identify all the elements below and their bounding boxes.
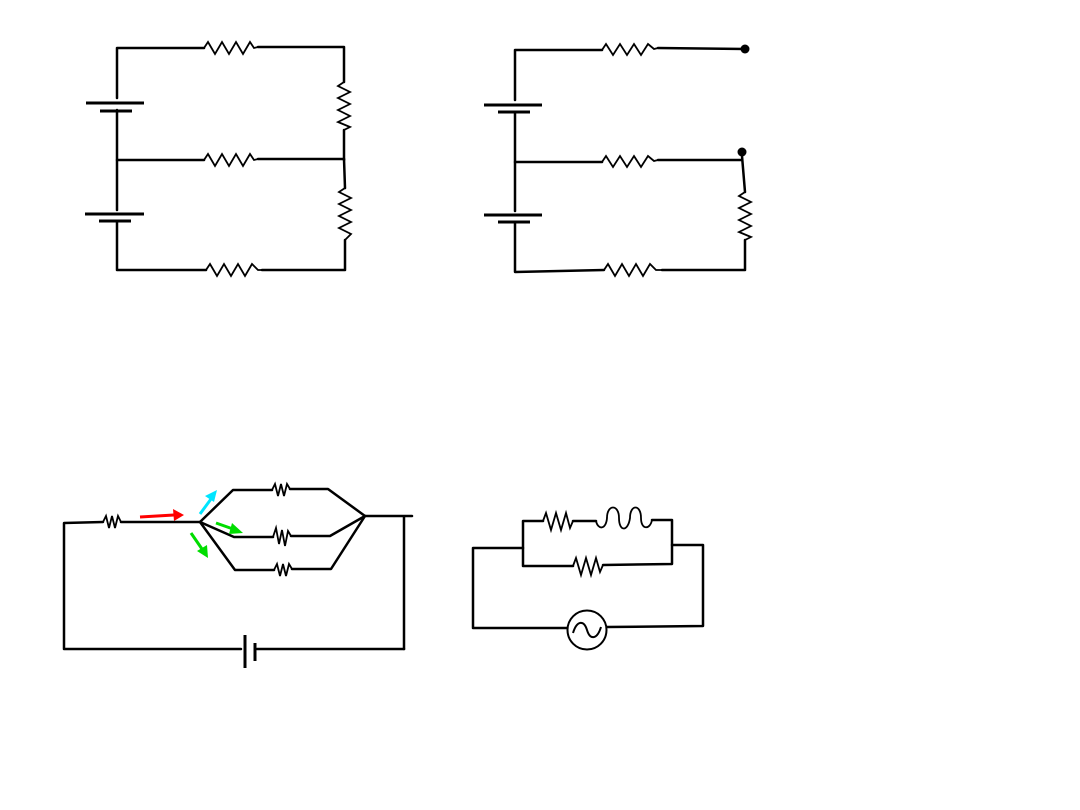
battery-symbol bbox=[86, 101, 144, 113]
resistor-symbol bbox=[542, 509, 574, 534]
wire bbox=[198, 488, 274, 524]
wire bbox=[605, 543, 705, 629]
ac-source-symbol bbox=[566, 609, 608, 651]
wire bbox=[115, 46, 206, 100]
battery-symbol bbox=[243, 635, 257, 668]
wire bbox=[660, 238, 747, 272]
current-arrow-incoming bbox=[139, 509, 184, 521]
resistor-symbol bbox=[271, 481, 291, 497]
wire bbox=[198, 520, 275, 539]
wire bbox=[513, 220, 606, 274]
wire bbox=[289, 514, 367, 538]
wire bbox=[656, 46, 747, 51]
resistor-symbol bbox=[601, 42, 659, 57]
resistor-symbol bbox=[572, 554, 604, 579]
battery-symbol bbox=[484, 213, 542, 224]
wire bbox=[521, 519, 575, 568]
wire bbox=[62, 520, 243, 651]
current-arrow-branch-middle bbox=[215, 521, 243, 534]
resistor-symbol bbox=[603, 262, 662, 278]
wire bbox=[513, 48, 604, 102]
resistor-symbol bbox=[272, 524, 292, 547]
open-terminal bbox=[740, 44, 750, 54]
wire bbox=[260, 238, 347, 272]
wire bbox=[256, 45, 346, 84]
resistor-symbol bbox=[273, 561, 293, 577]
current-arrow-branch-top bbox=[198, 490, 217, 515]
open-terminal bbox=[737, 147, 747, 157]
wire bbox=[115, 219, 208, 272]
circuit-1 bbox=[85, 40, 354, 278]
resistor-symbol bbox=[203, 152, 259, 168]
inductor-symbol bbox=[595, 506, 653, 530]
wire bbox=[198, 520, 276, 572]
resistor-symbol bbox=[203, 40, 259, 56]
circuit-2 bbox=[484, 42, 754, 278]
current-arrow-branch-bottom bbox=[189, 532, 208, 558]
wire bbox=[601, 518, 674, 567]
wire bbox=[471, 546, 569, 630]
resistor-symbol bbox=[336, 187, 354, 241]
circuit-3 bbox=[62, 481, 414, 668]
resistor-symbol bbox=[205, 262, 262, 278]
resistor-symbol bbox=[335, 81, 353, 131]
wire bbox=[342, 157, 347, 190]
wire bbox=[290, 514, 367, 571]
wire bbox=[288, 487, 367, 518]
wire bbox=[740, 154, 747, 194]
resistor-symbol bbox=[736, 191, 754, 241]
resistor-symbol bbox=[102, 513, 122, 529]
battery-symbol bbox=[85, 212, 144, 223]
resistor-symbol bbox=[601, 154, 659, 169]
circuit-4 bbox=[471, 506, 705, 651]
battery-symbol bbox=[484, 103, 542, 114]
